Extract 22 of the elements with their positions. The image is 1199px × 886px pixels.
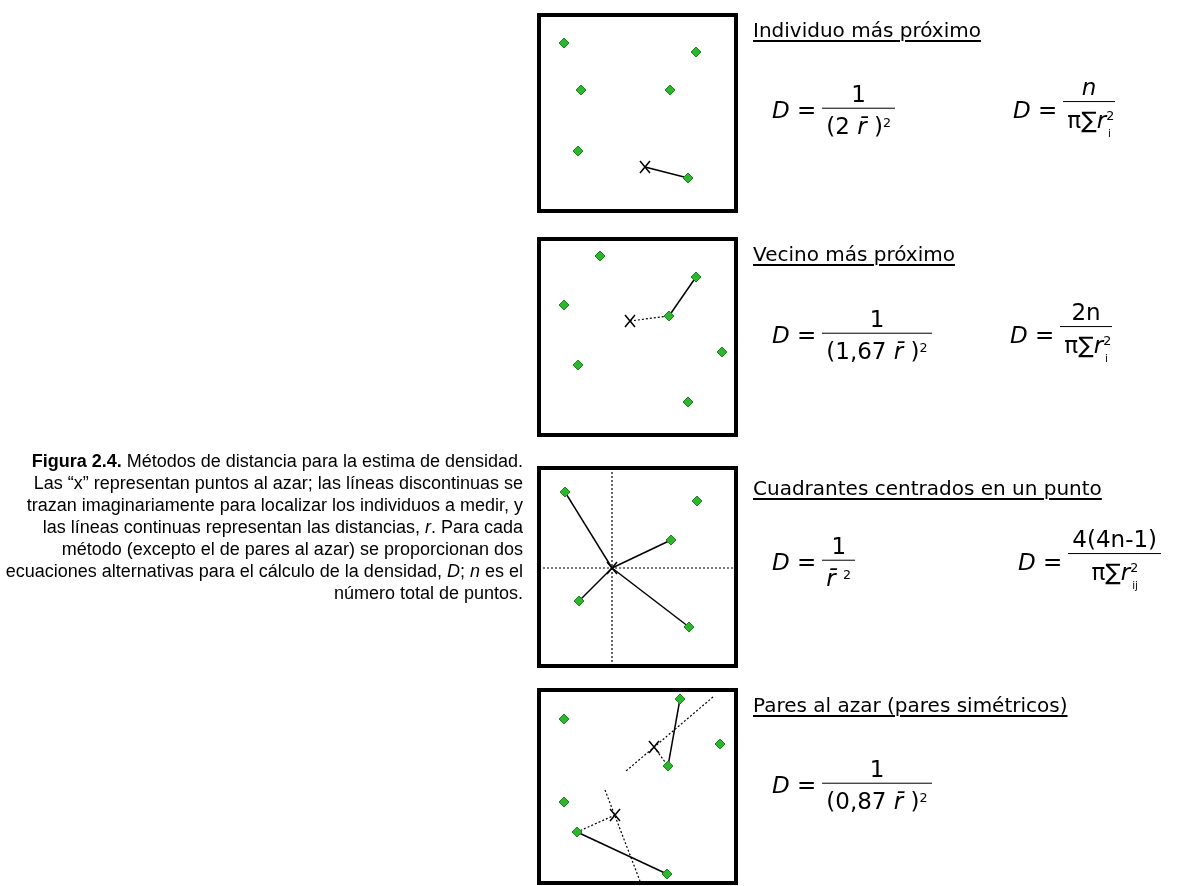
formula-term: D = xyxy=(1010,322,1055,348)
formula-term: D = xyxy=(772,549,817,575)
formula-term: D = xyxy=(772,322,817,348)
method-title: Vecino más próximo xyxy=(753,242,955,266)
denominator: (0,87 r̄ )$^{2}$ xyxy=(822,782,932,816)
formula-term: D = xyxy=(1013,97,1058,123)
method-title: Individuo más próximo xyxy=(753,18,981,42)
formula-term: D = xyxy=(1018,549,1063,575)
denominator: (2 r̄ )$^{2}$ xyxy=(822,107,896,141)
method-title: Pares al azar (pares simétricos) xyxy=(753,693,1068,717)
numerator: n xyxy=(1080,73,1098,102)
method-title: Cuadrantes centrados en un punto xyxy=(753,476,1102,500)
numerator: 4(4n-1) xyxy=(1071,525,1159,554)
formula-term: D = xyxy=(772,97,817,123)
numerator: 1 xyxy=(868,754,886,783)
numerator: 1 xyxy=(868,304,886,333)
denominator: (1,67 r̄ )$^{2}$ xyxy=(822,332,932,366)
numerator: 1 xyxy=(830,531,848,560)
formula-term: D = xyxy=(772,772,817,798)
denominator: r̄ $^{2}$ xyxy=(822,559,856,593)
numerator: 1 xyxy=(850,79,867,108)
numerator: 2n xyxy=(1070,298,1102,327)
